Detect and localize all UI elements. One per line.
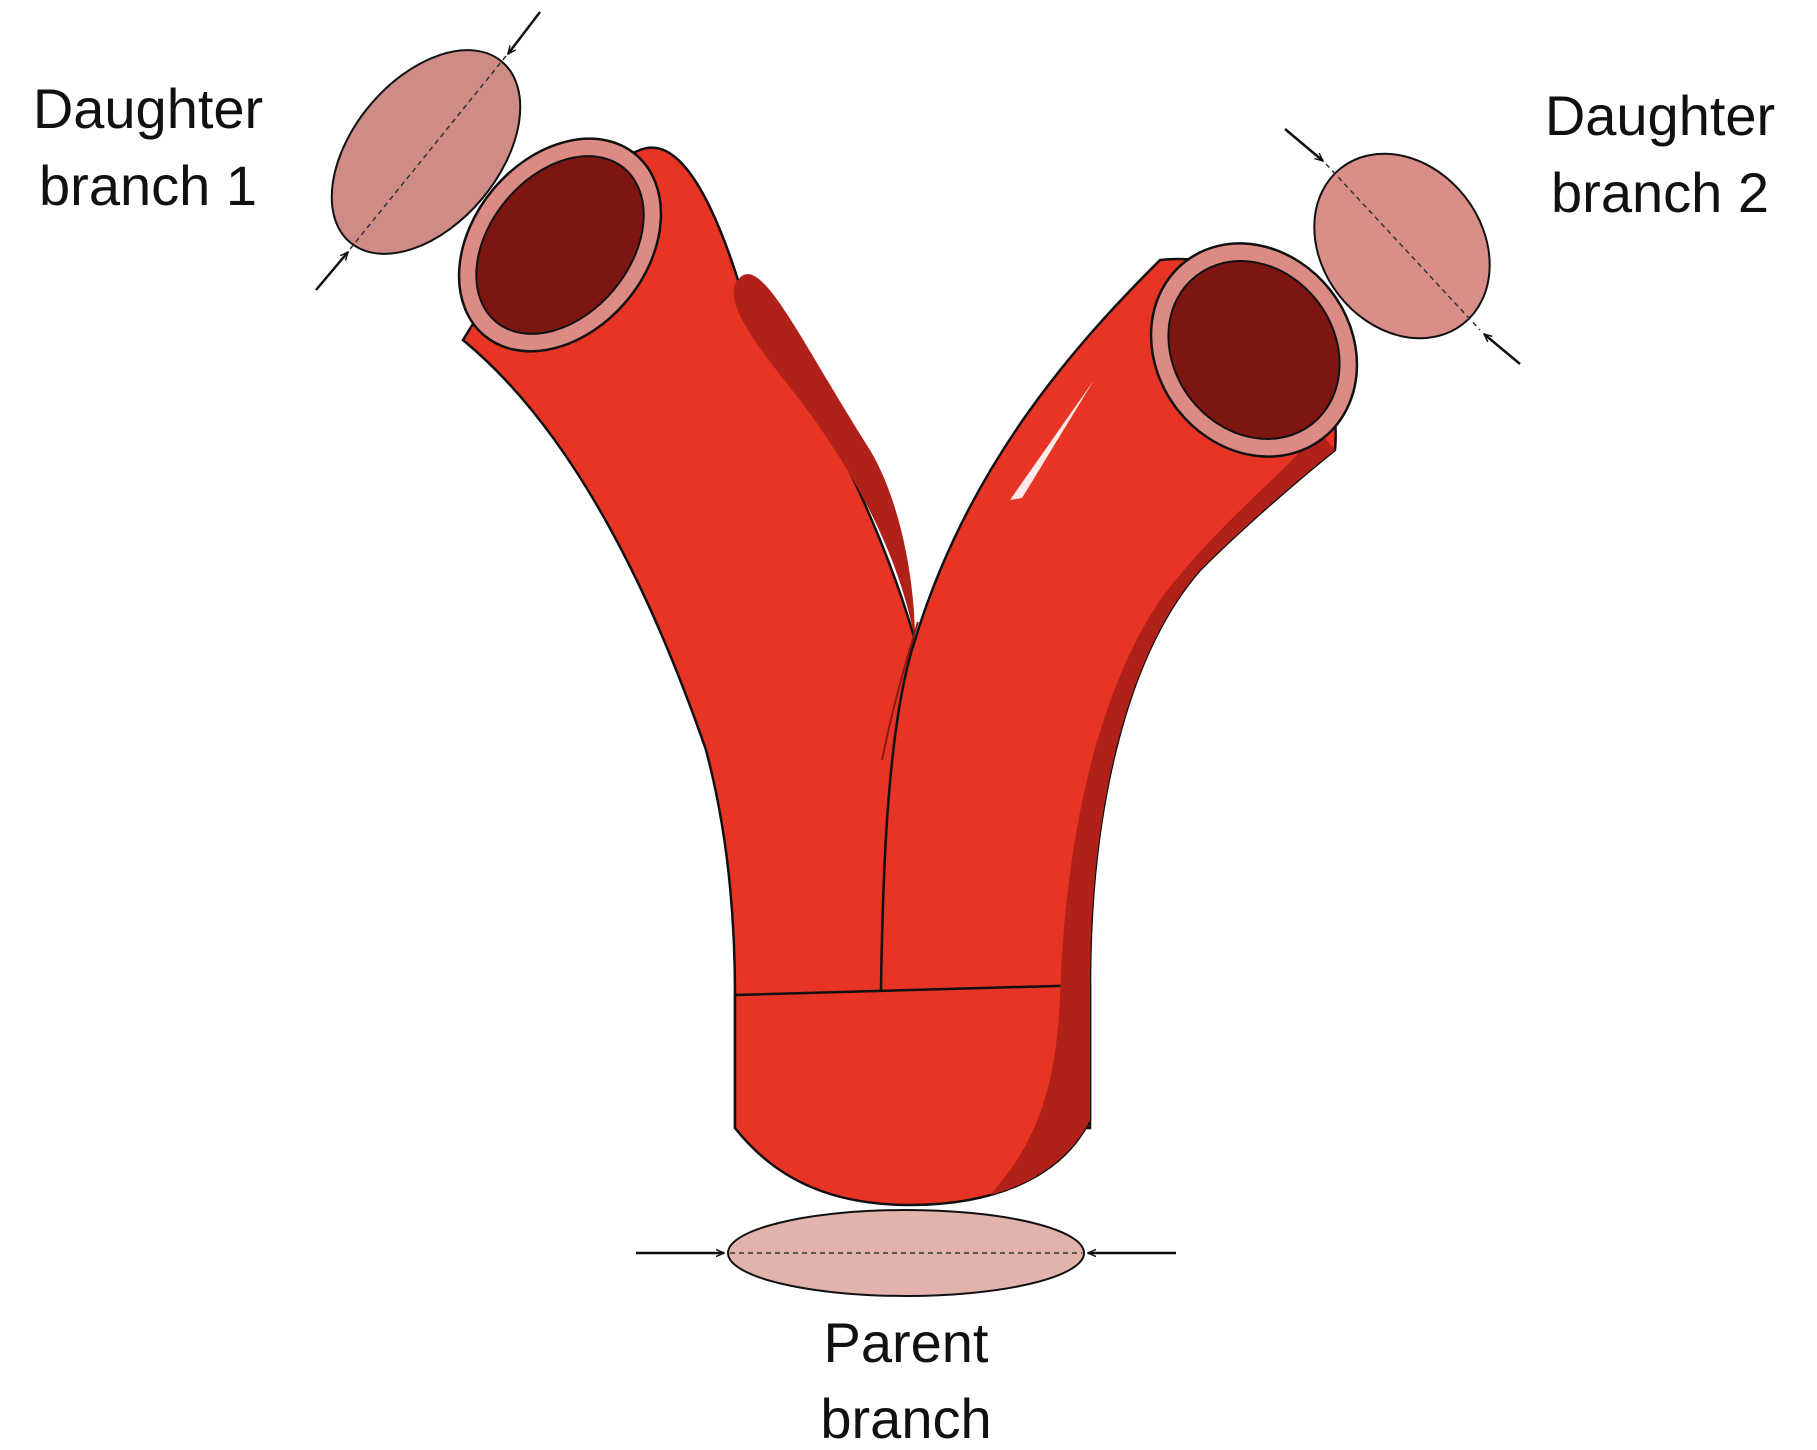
daughter-branch-2-arrow-bottom [1484,334,1521,365]
parent-branch-body [733,983,1092,1207]
daughter-branch-2-label-line2: branch 2 [1551,161,1769,224]
vessel-shadow-left [733,274,915,640]
daughter-branch-1-label-line1: Daughter [33,77,263,140]
daughter-branch-2-diameter [1325,163,1481,331]
daughter-branch-2-opening [1149,242,1359,458]
daughter-branch-1-arrow-bottom [315,252,348,291]
parent-branch-label-line1: Parent [824,1311,989,1374]
daughter-branch-1-arrow-top [508,11,541,54]
vessel-shadow-right [990,430,1335,1195]
parent-branch-cross-section [636,1209,1176,1297]
parent-branch-label: Parent branch [820,1311,991,1450]
blood-vessel [457,137,1359,1207]
vessel-highlight [1010,380,1094,500]
daughter-branch-2-arrow-top [1284,128,1323,161]
bifurcation-crotch [881,621,919,761]
daughter-branch-1-label-line2: branch 1 [39,154,257,217]
daughter-branch-1-opening [457,137,663,353]
parent-branch-label-line2: branch [820,1387,991,1450]
daughter-branch-1-cross-section [315,11,541,291]
daughter-branch-2-cross-section [1284,128,1521,365]
daughter-branch-2-label: Daughter branch 2 [1545,84,1775,224]
daughter-branch-2-label-line1: Daughter [1545,84,1775,147]
daughter-branch-1-label: Daughter branch 1 [33,77,263,217]
daughter-branch-1-section-ellipse [330,49,522,255]
